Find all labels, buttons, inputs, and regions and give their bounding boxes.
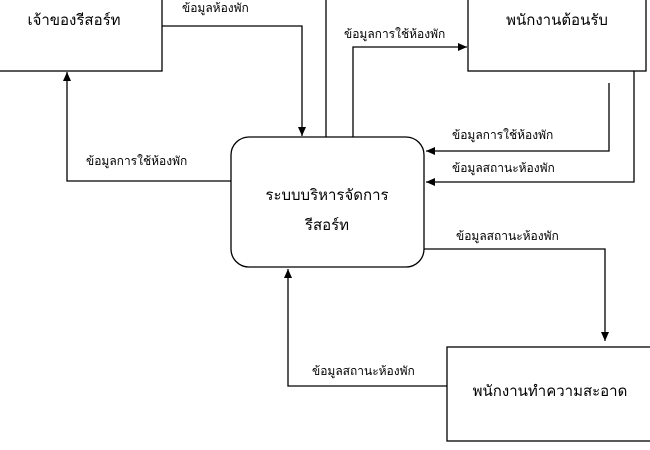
reception-entity-box	[467, 0, 647, 72]
flow-reception-to-system-status-arrow	[426, 71, 635, 186]
system-process-label-line1: ระบบบริหารจัดการ	[265, 186, 388, 204]
system-process-box	[230, 136, 425, 268]
reception-entity-label: พนักงานต้อนรับ	[506, 11, 608, 29]
housekeeping-entity-label: พนักงานทำความสะอาด	[473, 382, 628, 400]
flow-system-to-housekeeping-arrow	[424, 248, 609, 341]
flow-housekeeping-to-system-arrow	[284, 269, 447, 387]
flow-owner-to-system-arrow	[162, 25, 306, 136]
flow-system-to-owner-arrow	[63, 72, 231, 182]
flow-reception-to-system-status-label: ข้อมูลสถานะห้องพัก	[452, 161, 555, 176]
owner-entity-label: เจ้าของรีสอร์ท	[27, 11, 120, 29]
owner-entity-box	[0, 0, 163, 72]
flow-system-to-housekeeping-label: ข้อมูลสถานะห้องพัก	[456, 229, 559, 244]
flow-housekeeping-to-system-label: ข้อมูลสถานะห้องพัก	[312, 364, 415, 379]
flow-owner-to-system-label: ข้อมูลห้องพัก	[182, 1, 249, 16]
flow-system-to-owner-label: ข้อมูลการใช้ห้องพัก	[86, 154, 187, 169]
system-process-label-line2: รีสอร์ท	[304, 216, 349, 234]
housekeeping-entity-box	[446, 346, 650, 442]
flow-reception-to-system-usage-label: ข้อมูลการใช้ห้องพัก	[452, 128, 553, 143]
flow-system-to-reception-arrow	[352, 43, 467, 137]
flow-system-to-reception-label: ข้อมูลการใช้ห้องพัก	[344, 27, 445, 42]
flow-reception-to-system-usage-arrow	[426, 83, 610, 155]
